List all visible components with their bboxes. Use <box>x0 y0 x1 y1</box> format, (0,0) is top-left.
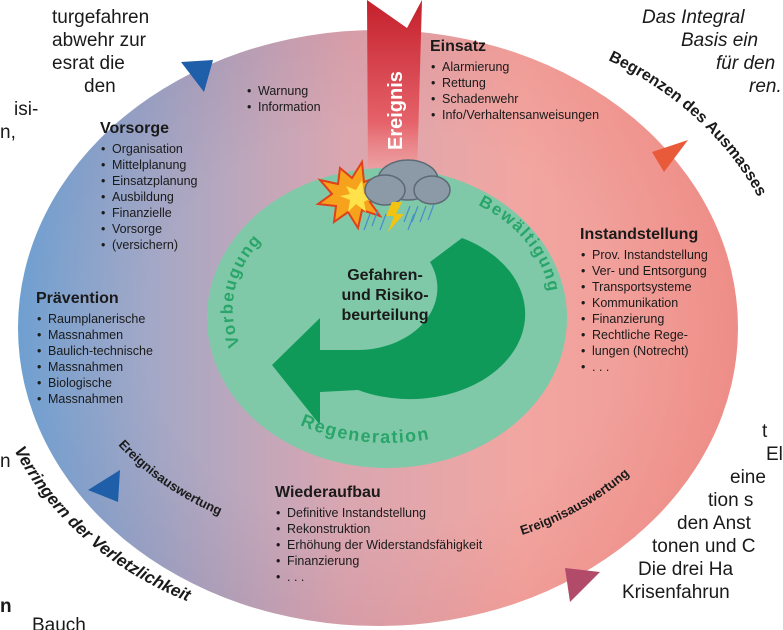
instandstellung-block: Instandstellung Prov. Instandstellung Ve… <box>580 226 708 375</box>
praevention-block: Prävention Raumplanerische Massnahmen Ba… <box>36 290 153 407</box>
warnung-list: Warnung Information <box>246 83 321 115</box>
list-item: Erhöhung der Widerstandsfähigkeit <box>275 537 482 553</box>
background-text-left-bottom2: Bauch <box>32 614 86 630</box>
background-text-right-bottom: t El eine tion s den Anst tonen und C Di… <box>600 420 783 604</box>
bg-left-line: turgefahren <box>52 7 150 28</box>
list-item: Organisation <box>100 141 197 157</box>
bg-left-line: n, <box>0 122 16 143</box>
wiederaufbau-title: Wiederaufbau <box>275 484 381 501</box>
vorsorge-list: Organisation Mittelplanung Einsatzplanun… <box>100 141 197 253</box>
list-item-continued: Massnahmen <box>36 327 153 343</box>
triangle-purple-bottom <box>565 568 600 602</box>
triangle-blue-bottom <box>88 470 120 502</box>
center-title-line: und Risiko- <box>341 287 429 304</box>
cycle-arrow <box>272 238 526 425</box>
ereignis-label: Ereignis <box>385 71 407 150</box>
bg-right-line: tonen und C <box>652 536 756 557</box>
list-item: Biologische <box>36 375 153 391</box>
instandstellung-title: Instandstellung <box>580 226 699 243</box>
bg-right-line: Krisenfahrun <box>622 582 730 603</box>
list-item: Raumplanerische <box>36 311 153 327</box>
list-item: Rettung <box>430 75 599 91</box>
bg-right-line: ren. <box>749 76 782 97</box>
list-item: Kommunikation <box>580 295 708 311</box>
background-text-left-bottom: n <box>0 595 12 618</box>
bg-left-line: den <box>84 76 116 97</box>
bg-right-line: El <box>766 444 783 465</box>
explosion-icon <box>315 158 392 231</box>
list-item: Definitive Instandstellung <box>275 505 482 521</box>
list-item: Einsatzplanung <box>100 173 197 189</box>
list-item: Finanzierung <box>580 311 708 327</box>
bg-right-line: eine <box>730 467 766 488</box>
bg-left-line: Bauch <box>32 615 86 630</box>
storm-cloud-icon <box>363 159 451 232</box>
center-title-line: beurteilung <box>341 307 429 324</box>
bg-right-line: tion s <box>708 490 754 511</box>
list-item: Info/Verhaltensanweisungen <box>430 107 599 123</box>
list-item: Information <box>246 99 321 115</box>
list-item: Prov. Instandstellung <box>580 247 708 263</box>
list-item-continued: Massnahmen <box>36 359 153 375</box>
einsatz-list: Alarmierung Rettung Schadenwehr Info/Ver… <box>430 59 599 123</box>
list-item: Baulich-technische <box>36 343 153 359</box>
list-item: Mittelplanung <box>100 157 197 173</box>
list-item: . . . <box>580 359 708 375</box>
triangle-red-right <box>652 140 688 172</box>
bg-right-line: Das Integral <box>642 7 745 28</box>
bg-right-line: t <box>762 421 768 442</box>
background-text-left: turgefahren abwehr zur esrat die den isi… <box>0 6 149 144</box>
list-item-continued: Massnahmen <box>36 391 153 407</box>
background-text-right-top: Das Integral Basis ein für den ren. <box>626 6 782 98</box>
bg-right-line: für den <box>716 53 776 74</box>
triangle-blue-top <box>181 60 213 92</box>
instandstellung-list: Prov. Instandstellung Ver- und Entsorgun… <box>580 247 708 375</box>
list-item: . . . <box>275 569 482 585</box>
list-item: Rechtliche Rege- <box>580 327 708 343</box>
einsatz-block: Einsatz Alarmierung Rettung Schadenwehr … <box>430 38 599 123</box>
list-item: Transportsysteme <box>580 279 708 295</box>
ereignis-arrow <box>367 0 422 175</box>
bg-left-line: esrat die <box>52 53 125 74</box>
vorsorge-title: Vorsorge <box>100 120 170 137</box>
list-item-continued: lungen (Notrecht) <box>580 343 708 359</box>
bg-left-line: abwehr zur <box>52 30 146 51</box>
vorsorge-block: Vorsorge Organisation Mittelplanung Eins… <box>100 120 197 253</box>
list-item: Ausbildung <box>100 189 197 205</box>
list-item: Rekonstruktion <box>275 521 482 537</box>
wiederaufbau-list: Definitive Instandstellung Rekonstruktio… <box>275 505 482 585</box>
bg-right-line: den Anst <box>677 513 751 534</box>
background-text-left-lower: n <box>0 450 11 473</box>
list-item: Finanzielle <box>100 205 197 221</box>
praevention-title: Prävention <box>36 290 119 307</box>
einsatz-title: Einsatz <box>430 38 487 55</box>
center-title-line: Gefahren- <box>347 267 423 284</box>
list-item: Alarmierung <box>430 59 599 75</box>
warnung-block: Warnung Information <box>246 83 321 115</box>
list-item-continued: (versichern) <box>100 237 197 253</box>
list-item: Schadenwehr <box>430 91 599 107</box>
bg-right-line: Die drei Ha <box>638 559 734 580</box>
list-item-continued: Vorsorge <box>100 221 197 237</box>
bg-right-line: Basis ein <box>681 30 759 51</box>
center-title: Gefahren- und Risiko- beurteilung <box>320 266 450 326</box>
bg-left-line: n <box>0 596 12 617</box>
praevention-list: Raumplanerische Massnahmen Baulich-techn… <box>36 311 153 407</box>
wiederaufbau-block: Wiederaufbau Definitive Instandstellung … <box>275 484 482 585</box>
list-item: Warnung <box>246 83 321 99</box>
list-item: Ver- und Entsorgung <box>580 263 708 279</box>
list-item: Finanzierung <box>275 553 482 569</box>
bg-left-line: n <box>0 451 11 472</box>
bg-left-line: isi- <box>14 99 39 120</box>
